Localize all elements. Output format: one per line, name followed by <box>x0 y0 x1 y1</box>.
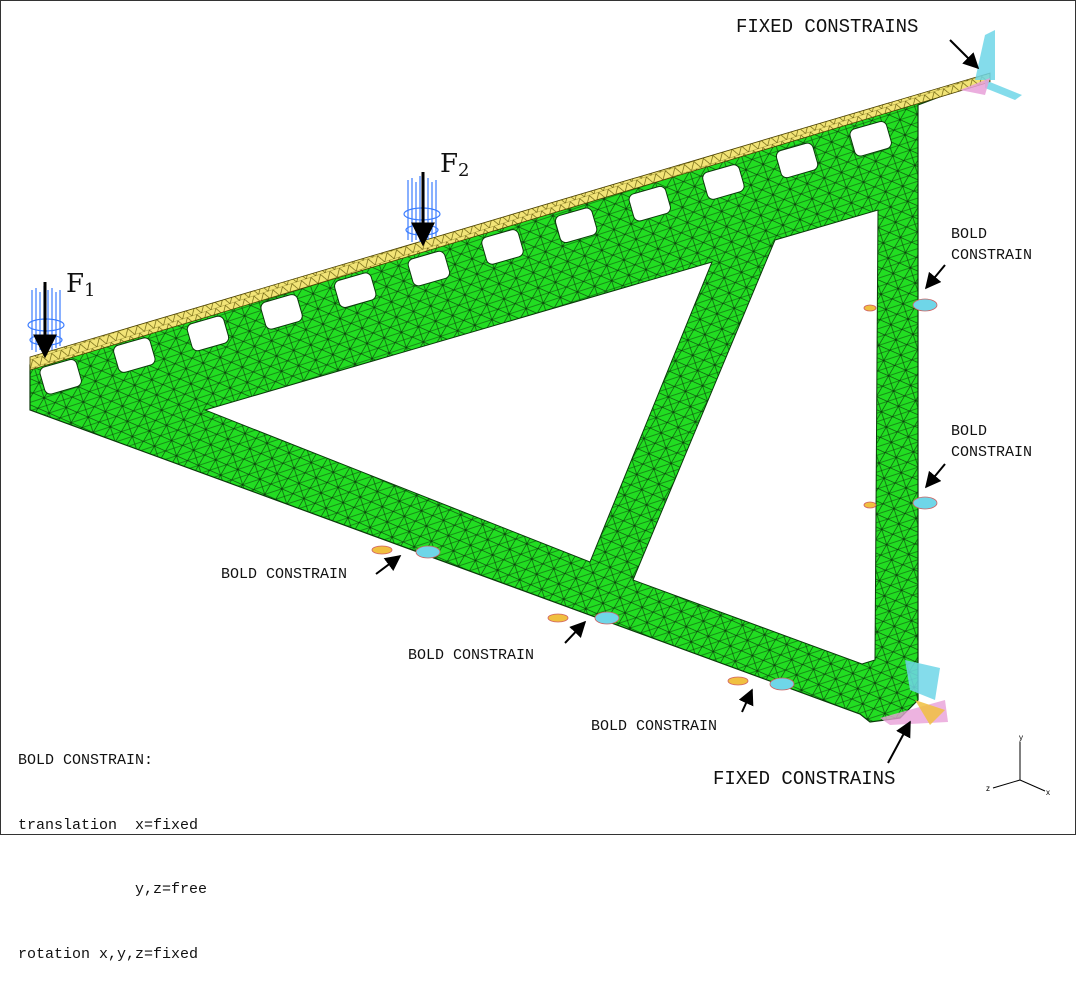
arrow-bold-bottom-3 <box>738 688 754 713</box>
legend-line-2: translation x=fixed <box>18 816 199 834</box>
label-fixed-top: FIXED CONSTRAINS <box>736 16 918 38</box>
bold-markers <box>371 298 938 691</box>
fixed-constraint-bottom-marker <box>880 660 948 725</box>
legend: BOLD CONSTRAIN: translation x=fixed y,z=… <box>18 707 278 987</box>
truss-bracket <box>29 72 991 723</box>
annotations: FIXED CONSTRAINS FIXED CONSTRAINS BOLD C… <box>221 16 1032 790</box>
web-window <box>628 185 671 222</box>
web-window <box>260 294 303 330</box>
legend-line-4: rotation x,y,z=fixed <box>18 945 199 963</box>
force-f2-label: F2 <box>440 149 470 181</box>
web-window <box>554 207 598 244</box>
force-f1: F1 <box>27 269 96 359</box>
label-bold-right-1-line2: CONSTRAIN <box>951 247 1032 264</box>
fixed-constraint-top-marker <box>960 30 1022 100</box>
axis-y-label: y <box>1019 733 1023 742</box>
web-windows <box>39 120 892 395</box>
legend-line-3: y,z=free <box>18 881 208 898</box>
arrow-fixed-bottom <box>887 720 911 764</box>
web-window <box>407 250 451 287</box>
arrow-bold-bottom-1 <box>375 555 402 575</box>
force-f1-label: F1 <box>66 269 96 301</box>
label-bold-bottom-3: BOLD CONSTRAIN <box>591 718 717 735</box>
label-bold-right-2-line2: CONSTRAIN <box>951 444 1032 461</box>
force-f2: F2 <box>403 149 470 247</box>
axis-z-label: z <box>986 784 990 793</box>
web-window <box>849 120 892 157</box>
web-window <box>334 272 377 308</box>
web-window <box>186 315 230 352</box>
arrow-bold-bottom-2 <box>564 620 587 644</box>
axis-x-label: x <box>1046 788 1050 797</box>
label-fixed-bottom: FIXED CONSTRAINS <box>713 768 895 790</box>
legend-line-1: BOLD CONSTRAIN: <box>18 752 154 769</box>
top-plate <box>29 72 991 371</box>
label-bold-right-1-line1: BOLD <box>951 226 987 243</box>
constraint-markers <box>371 30 1022 725</box>
opening-left <box>203 261 713 563</box>
label-bold-bottom-1: BOLD CONSTRAIN <box>221 566 347 583</box>
web-window <box>481 229 524 265</box>
fea-diagram: F1 F2 <box>0 0 1076 835</box>
label-bold-bottom-2: BOLD CONSTRAIN <box>408 647 534 664</box>
label-bold-right-2-line1: BOLD <box>951 423 987 440</box>
arrow-fixed-top <box>949 39 980 70</box>
web-window <box>702 164 745 200</box>
opening-right <box>632 209 879 665</box>
web-window <box>775 142 819 179</box>
arrow-bold-right-1 <box>924 264 946 290</box>
arrow-bold-right-2 <box>924 463 946 489</box>
axis-triad: y x z <box>986 733 1050 797</box>
web-window <box>113 337 156 373</box>
web-window <box>39 358 82 395</box>
